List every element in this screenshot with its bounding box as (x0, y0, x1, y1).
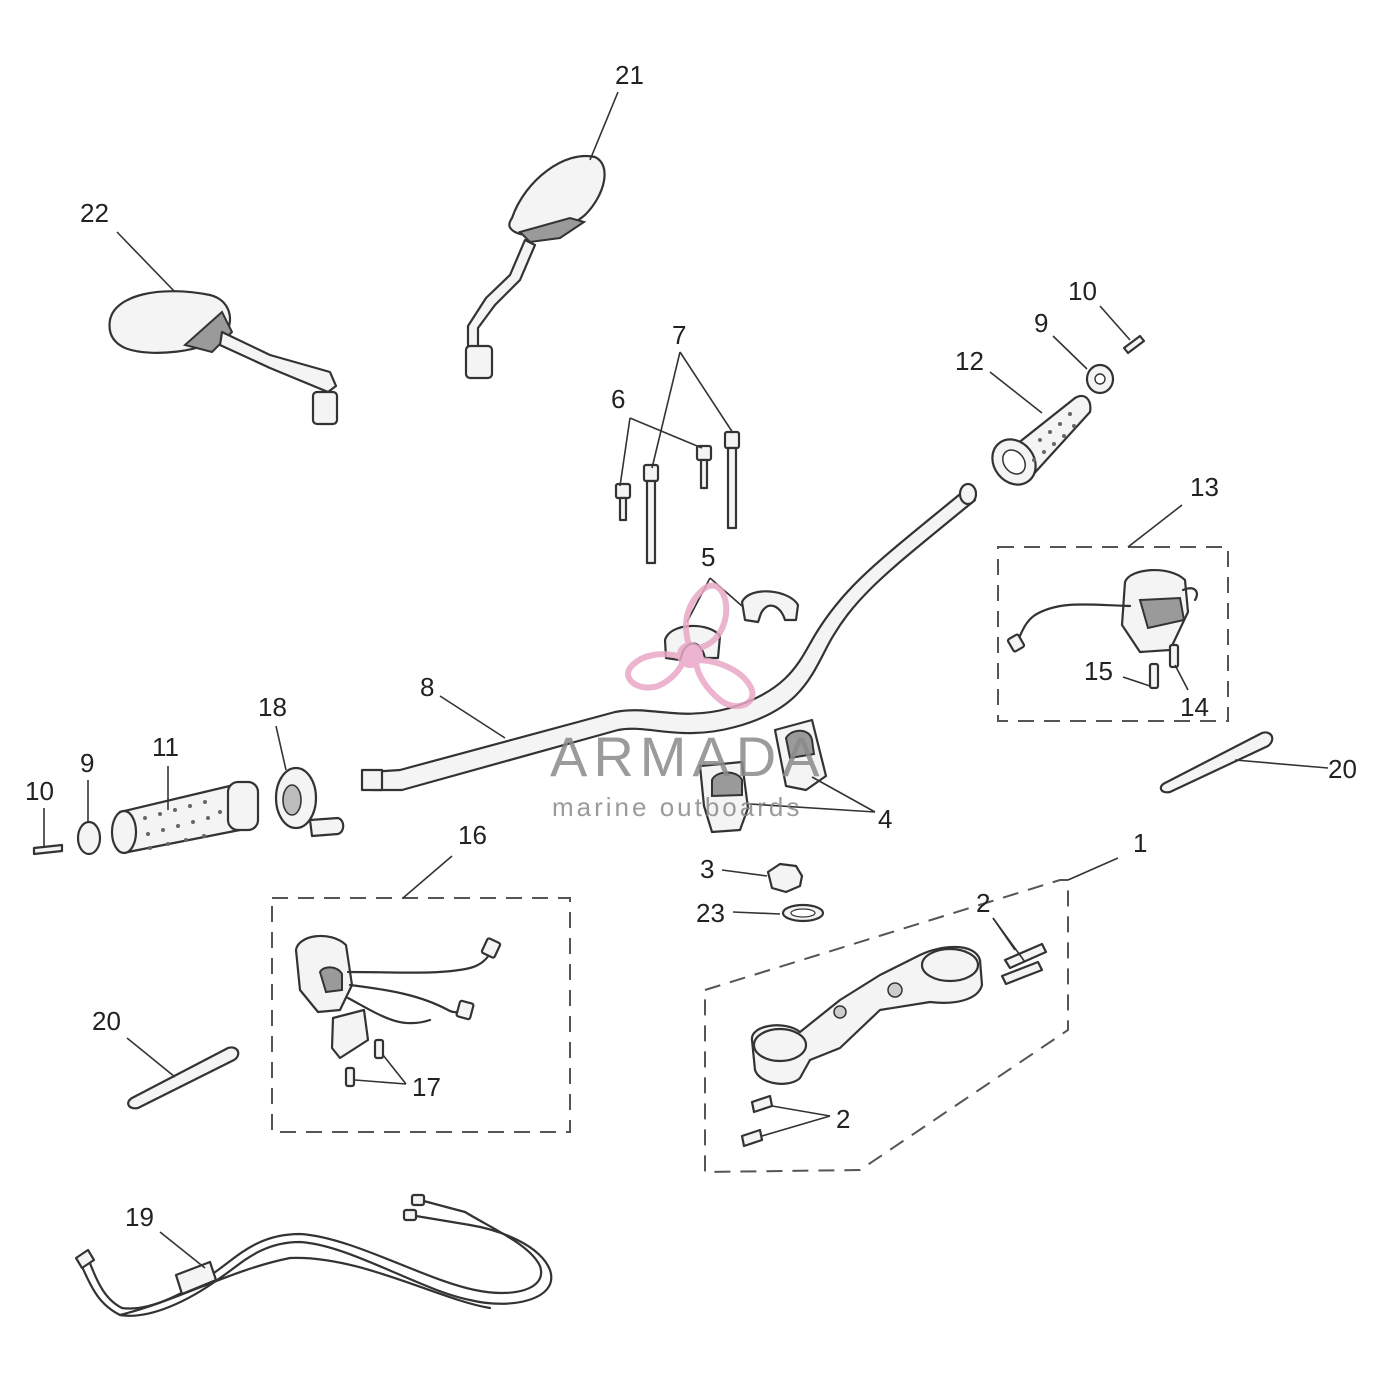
cable-strap-right (1159, 731, 1274, 794)
callout-8: 8 (420, 672, 434, 702)
callout-2-upper: 2 (976, 888, 990, 918)
callout-20-left: 20 (92, 1006, 121, 1036)
switch-housing-left (294, 934, 502, 1060)
callout-19: 19 (125, 1202, 154, 1232)
callout-15: 15 (1084, 656, 1113, 686)
bar-end-weight-right (1085, 363, 1115, 395)
bar-end-weight-left (76, 820, 102, 856)
propeller-logo (625, 582, 756, 710)
callout-3: 3 (700, 854, 714, 884)
callout-14: 14 (1180, 692, 1209, 722)
grip-right (991, 394, 1092, 486)
callout-9-right: 9 (1034, 308, 1048, 338)
mirror-right (464, 154, 606, 380)
callout-20-right: 20 (1328, 754, 1357, 784)
bolts-6-7 (614, 430, 741, 565)
callout-5: 5 (701, 542, 715, 572)
callout-23: 23 (696, 898, 725, 928)
watermark: ARMADA marine outboards (550, 582, 826, 822)
cable-strap-left (127, 1046, 240, 1110)
bolts-2 (740, 942, 1048, 1148)
throttle-cables (74, 1193, 553, 1317)
switch-right-group-box (997, 546, 1229, 722)
callout-13: 13 (1190, 472, 1219, 502)
top-yoke-clamp (750, 945, 984, 1085)
callout-labels: 22 21 7 6 5 8 4 3 23 12 9 10 13 15 14 20… (25, 60, 1357, 1232)
mirror-left (108, 290, 339, 426)
leader-lines (43, 91, 1329, 1269)
washer-23 (781, 903, 825, 923)
watermark-brand: ARMADA (550, 725, 826, 788)
callout-10-right: 10 (1068, 276, 1097, 306)
grip-left (110, 780, 260, 855)
callout-2-lower: 2 (836, 1104, 850, 1134)
screws-17 (344, 1038, 385, 1088)
screw-10-right (1122, 334, 1146, 355)
callout-6: 6 (611, 384, 625, 414)
switch-left-group-box (271, 897, 571, 1133)
callout-21: 21 (615, 60, 644, 90)
risers (698, 718, 828, 834)
callout-9-left: 9 (80, 748, 94, 778)
callout-10-left: 10 (25, 776, 54, 806)
watermark-tagline: marine outboards (552, 792, 802, 822)
callout-11: 11 (152, 732, 179, 762)
callout-4: 4 (878, 804, 892, 834)
nut-3 (766, 862, 804, 894)
screw-10-left (32, 843, 64, 856)
throttle-pulley (274, 766, 345, 838)
callout-16: 16 (458, 820, 487, 850)
switch-housing-right (1006, 568, 1199, 654)
callout-7: 7 (672, 320, 686, 350)
top-clamp-group-box (704, 879, 1069, 1174)
callout-17: 17 (412, 1072, 441, 1102)
callout-1: 1 (1133, 828, 1147, 858)
callout-12: 12 (955, 346, 984, 376)
screws-14-15 (1148, 643, 1180, 690)
callout-22: 22 (80, 198, 109, 228)
callout-18: 18 (258, 692, 287, 722)
